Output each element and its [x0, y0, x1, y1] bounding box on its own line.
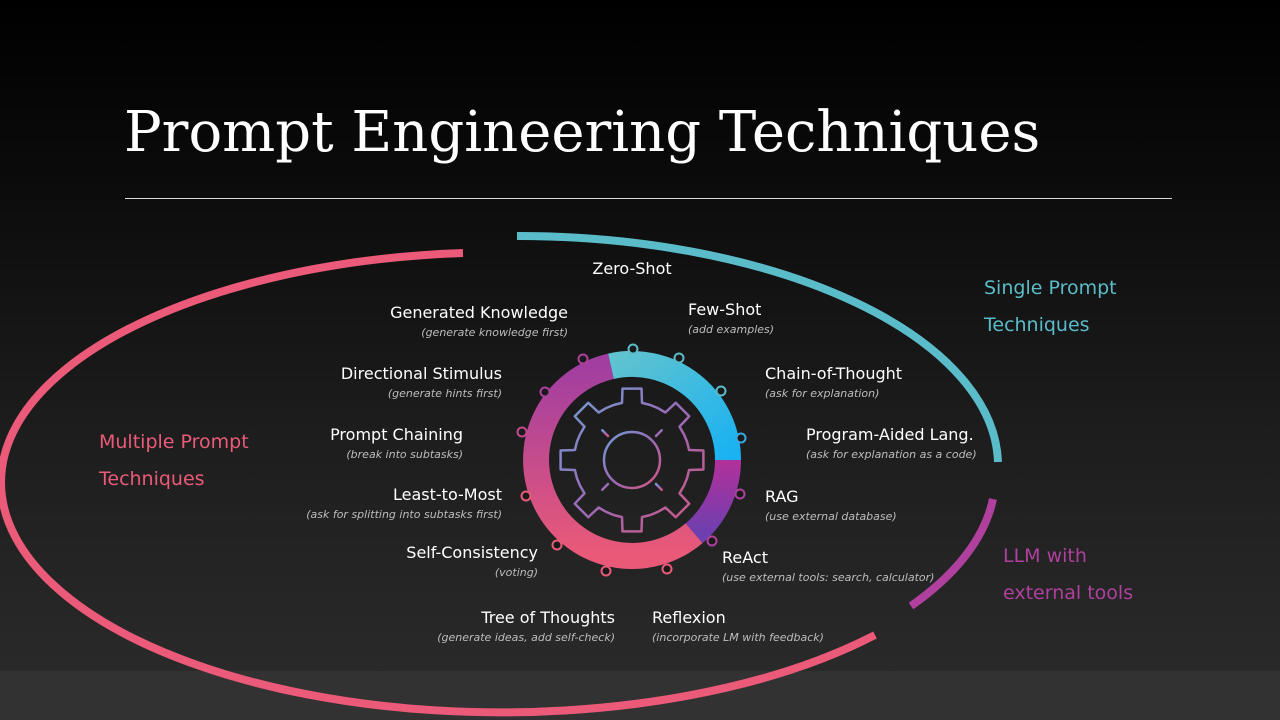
technique-note: (voting) — [494, 566, 538, 579]
technique-name: RAG — [765, 487, 799, 506]
technique-name: Chain-of-Thought — [765, 364, 903, 383]
technique-name: ReAct — [722, 548, 768, 567]
technique-note: (use external tools: search, calculator) — [722, 571, 935, 584]
group-label-multiple-prompt: Multiple Prompt Techniques — [99, 424, 249, 498]
marker-prompt-chaining — [516, 426, 528, 438]
slide-title: Prompt Engineering Techniques — [124, 100, 1041, 165]
marker-directional-stimulus — [539, 386, 551, 398]
marker-least-to-most — [520, 490, 532, 502]
technique-note: (break into subtasks) — [346, 448, 463, 461]
technique-note: (ask for explanation) — [765, 387, 880, 400]
ring-segment-multiple — [523, 353, 703, 569]
group-label-line: Techniques — [984, 314, 1090, 336]
group-label-line: Multiple Prompt — [99, 431, 249, 453]
title-divider — [125, 198, 1172, 199]
ring-markers — [516, 343, 747, 577]
technique-note: (ask for splitting into subtasks first) — [306, 508, 502, 521]
technique-note: (incorporate LM with feedback) — [652, 631, 824, 644]
bottom-band — [0, 671, 1280, 720]
ring-segment-tools — [685, 459, 741, 544]
technique-note: (generate hints first) — [387, 387, 502, 400]
technique-tree-of-thoughts: Tree of Thoughts (generate ideas, add se… — [437, 607, 615, 647]
technique-name: Zero-Shot — [592, 259, 672, 278]
technique-program-aided-lang: Program-Aided Lang. (ask for explanation… — [806, 424, 977, 464]
gear-spoke — [601, 429, 610, 438]
technique-self-consistency: Self-Consistency (voting) — [406, 542, 538, 582]
group-label-line: external tools — [1003, 582, 1134, 604]
technique-note: (generate ideas, add self-check) — [437, 631, 615, 644]
technique-directional-stimulus: Directional Stimulus (generate hints fir… — [341, 363, 502, 403]
marker-reflexion — [661, 563, 673, 575]
ring-segment-single — [608, 350, 741, 461]
marker-react — [706, 535, 718, 547]
technique-name: Least-to-Most — [393, 485, 502, 504]
technique-reflexion: Reflexion (incorporate LM with feedback) — [652, 607, 824, 647]
single-prompt-arc — [516, 231, 1002, 463]
group-label-line: Single Prompt — [984, 277, 1117, 299]
group-label-single-prompt: Single Prompt Techniques — [984, 270, 1117, 344]
technique-least-to-most: Least-to-Most (ask for splitting into su… — [306, 484, 502, 524]
technique-name: Program-Aided Lang. — [806, 425, 974, 444]
technique-name: Few-Shot — [688, 300, 762, 319]
technique-prompt-chaining: Prompt Chaining (break into subtasks) — [330, 424, 463, 464]
group-label-external-tools: LLM with external tools — [1003, 538, 1133, 612]
group-label-line: LLM with — [1003, 545, 1087, 567]
technique-few-shot: Few-Shot (add examples) — [688, 299, 774, 339]
technique-name: Reflexion — [652, 608, 726, 627]
gear-spoke — [654, 482, 663, 491]
marker-pal — [735, 432, 747, 444]
multiple-prompt-arc — [0, 249, 877, 717]
technique-name: Directional Stimulus — [340, 364, 502, 383]
gear-spoke — [654, 429, 663, 438]
marker-rag — [734, 488, 746, 500]
technique-name: Prompt Chaining — [330, 425, 463, 444]
marker-cot — [715, 385, 727, 397]
marker-few-shot — [673, 352, 685, 364]
technique-name: Tree of Thoughts — [481, 608, 615, 627]
marker-self-consistency — [551, 539, 563, 551]
technique-react: ReAct (use external tools: search, calcu… — [722, 547, 934, 587]
technique-rag: RAG (use external database) — [765, 486, 897, 526]
technique-generated-knowledge: Generated Knowledge (generate knowledge … — [390, 302, 568, 342]
gear-spoke — [601, 482, 610, 491]
external-tools-arc — [908, 498, 997, 610]
technique-note: (add examples) — [688, 323, 775, 336]
technique-note: (use external database) — [765, 510, 897, 523]
technique-zero-shot: Zero-Shot — [572, 258, 692, 280]
marker-generated-knowledge — [577, 353, 589, 365]
technique-name: Generated Knowledge — [390, 303, 568, 322]
technique-name: Self-Consistency — [406, 543, 538, 562]
gear-icon — [559, 387, 705, 533]
technique-chain-of-thought: Chain-of-Thought (ask for explanation) — [765, 363, 902, 403]
technique-note: (ask for explanation as a code) — [806, 448, 977, 461]
marker-tot — [600, 565, 612, 577]
group-label-line: Techniques — [99, 468, 205, 490]
technique-note: (generate knowledge first) — [421, 326, 568, 339]
marker-zero-shot — [627, 343, 639, 355]
